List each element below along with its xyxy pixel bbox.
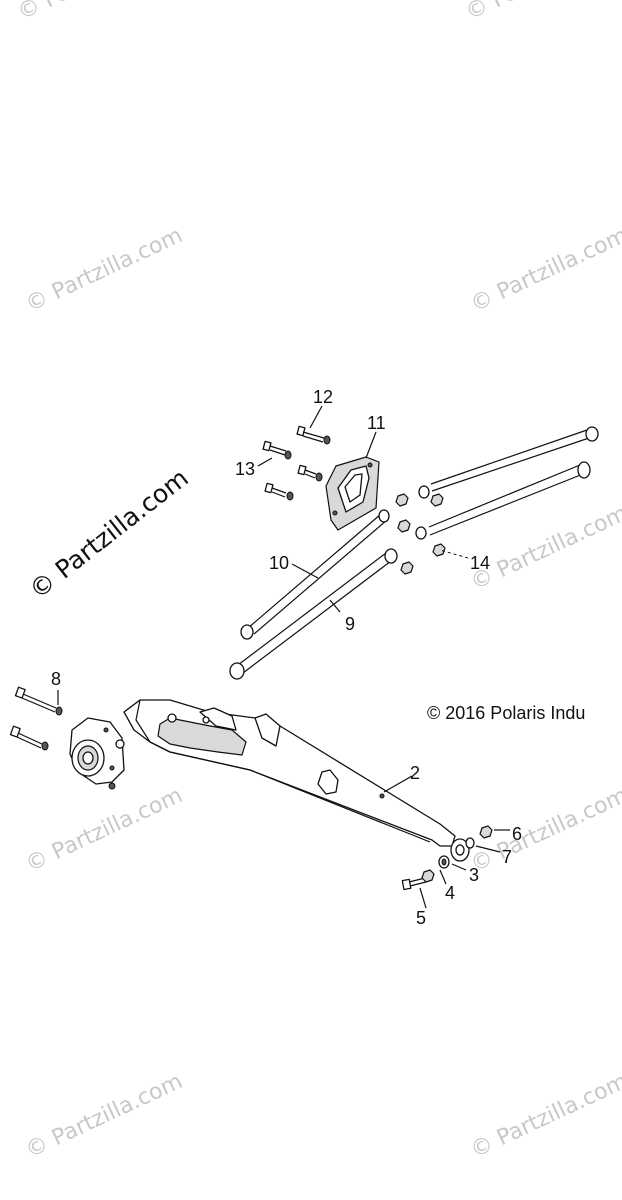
watermark-bottom-left: © Partzilla.com (22, 1069, 186, 1163)
bearing-housing (69, 717, 125, 790)
callout-11: 11 (367, 413, 386, 433)
bolt-12 (296, 425, 331, 445)
watermark-mid-right: © Partzilla.com (467, 501, 622, 595)
bolt-middle (297, 464, 323, 482)
callout-7: 7 (502, 847, 512, 867)
watermark-top-right: © Partzilla.com (462, 0, 622, 25)
callout-4: 4 (445, 883, 455, 903)
bolt-13-upper (262, 440, 292, 460)
watermark-lower-left: © Partzilla.com (22, 783, 186, 877)
watermark-feature: © Partzilla.com (24, 463, 194, 605)
watermark-bottom-right: © Partzilla.com (467, 1069, 622, 1163)
callout-9: 9 (345, 614, 355, 634)
callout-8: 8 (51, 669, 61, 689)
trailing-arm-2 (123, 699, 470, 862)
radius-rod-10 (240, 509, 390, 640)
bolts-8 (9, 686, 63, 751)
upper-assembly (229, 425, 599, 680)
callout-12: 12 (313, 387, 333, 407)
callout-6: 6 (512, 824, 522, 844)
callouts: 12 11 13 10 14 9 8 2 6 7 3 4 5 (51, 387, 522, 928)
bracket-11 (325, 456, 380, 531)
watermark-top-left: © Partzilla.com (14, 0, 178, 25)
callout-13: 13 (235, 459, 255, 479)
radius-rod-lower (415, 461, 591, 540)
bolt-lower (264, 482, 294, 501)
watermarks: © Partzilla.com © Partzilla.com © Partzi… (14, 0, 622, 1163)
callout-14: 14 (470, 553, 490, 573)
callout-3: 3 (469, 865, 479, 885)
leader-lines (57, 405, 510, 909)
copyright-text: © 2016 Polaris Indu (427, 703, 585, 723)
pivot-hardware (401, 825, 493, 891)
watermark-upper-right: © Partzilla.com (467, 223, 622, 317)
nuts-right (395, 493, 446, 575)
callout-10: 10 (269, 553, 289, 573)
radius-rod-9 (229, 548, 398, 680)
callout-2: 2 (410, 763, 420, 783)
watermark-upper-left: © Partzilla.com (22, 223, 186, 317)
radius-rod-upper (418, 426, 599, 499)
callout-5: 5 (416, 908, 426, 928)
